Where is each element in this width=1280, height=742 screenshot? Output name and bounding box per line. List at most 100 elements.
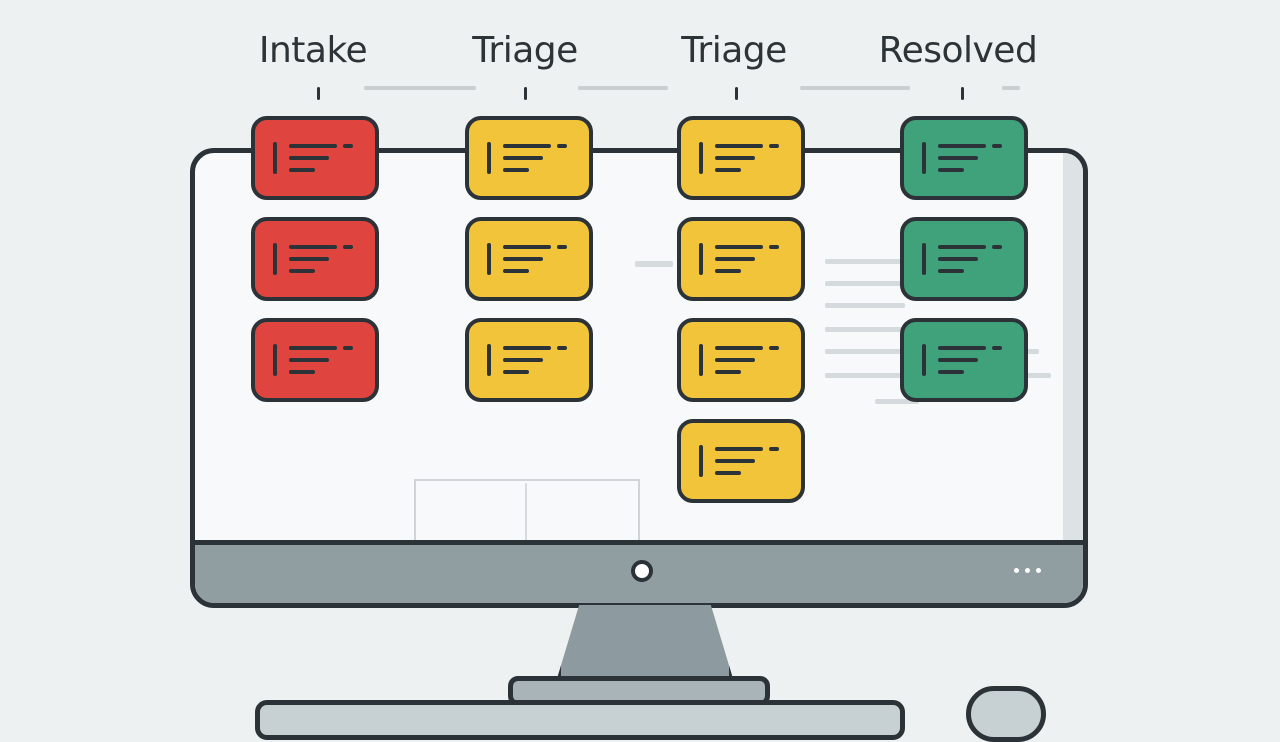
card-line [503,370,529,374]
task-card[interactable] [900,217,1028,301]
card-line [715,144,763,148]
card-line [769,245,779,249]
card-bar [922,243,926,275]
card-line [769,447,779,451]
screen-line [635,261,673,267]
screen-line [825,327,907,332]
card-line [289,370,315,374]
card-line [938,156,978,160]
task-card[interactable] [900,116,1028,200]
card-bar [273,243,277,275]
card-line [715,346,763,350]
screen-line [825,259,901,264]
card-line [938,370,964,374]
card-line [992,144,1002,148]
card-line [503,168,529,172]
task-card[interactable] [465,116,593,200]
card-line [289,156,329,160]
screen-line [825,303,905,308]
card-line [715,245,763,249]
card-bar [487,344,491,376]
card-line [992,245,1002,249]
card-line [769,346,779,350]
task-card[interactable] [677,217,805,301]
card-line [715,459,755,463]
card-bar [922,344,926,376]
connector-line [364,86,476,90]
card-bar [487,243,491,275]
card-line [715,168,741,172]
card-line [503,358,543,362]
monitor-bezel [195,540,1083,603]
card-line [557,144,567,148]
card-line [503,346,551,350]
card-bar [699,344,703,376]
card-line [938,245,986,249]
card-bar [273,142,277,174]
card-line [715,447,763,451]
column-marker-resolved [961,87,964,100]
card-bar [273,344,277,376]
task-card[interactable] [900,318,1028,402]
card-line [715,471,741,475]
card-line [289,257,329,261]
card-line [289,144,337,148]
card-line [289,168,315,172]
task-card[interactable] [251,116,379,200]
card-line [938,269,964,273]
card-bar [699,243,703,275]
task-card[interactable] [677,116,805,200]
task-card[interactable] [465,318,593,402]
column-marker-triage-2 [735,87,738,100]
card-line [503,144,551,148]
card-line [343,346,353,350]
card-line [938,168,964,172]
card-bar [699,445,703,477]
connector-line [800,86,910,90]
card-line [557,245,567,249]
task-card[interactable] [677,318,805,402]
card-line [938,257,978,261]
column-marker-triage-1 [524,87,527,100]
card-line [715,156,755,160]
task-card[interactable] [465,217,593,301]
card-line [289,245,337,249]
card-line [289,346,337,350]
mouse [966,686,1046,742]
card-line [938,346,986,350]
card-line [715,257,755,261]
card-bar [699,142,703,174]
card-line [289,358,329,362]
monitor-stand [556,605,734,682]
card-line [343,144,353,148]
column-title-triage-2: Triage [681,30,787,71]
connector-line [1002,86,1020,90]
card-line [769,144,779,148]
card-line [289,269,315,273]
column-title-resolved: Resolved [878,30,1038,71]
card-line [557,346,567,350]
card-line [715,370,741,374]
task-card[interactable] [677,419,805,503]
task-card[interactable] [251,217,379,301]
power-button-icon[interactable] [631,560,653,582]
card-line [938,144,986,148]
card-bar [922,142,926,174]
screen-line [875,399,919,404]
task-card[interactable] [251,318,379,402]
screen-panel-divider [525,483,527,553]
column-marker-intake [317,87,320,100]
card-line [503,156,543,160]
keyboard [255,700,905,740]
card-bar [487,142,491,174]
card-line [503,257,543,261]
column-title-intake: Intake [258,30,368,71]
column-title-triage-1: Triage [472,30,578,71]
card-line [503,269,529,273]
card-line [343,245,353,249]
more-dots-icon [1014,568,1041,573]
card-line [503,245,551,249]
card-line [992,346,1002,350]
card-line [715,269,741,273]
screen-line [825,281,909,286]
